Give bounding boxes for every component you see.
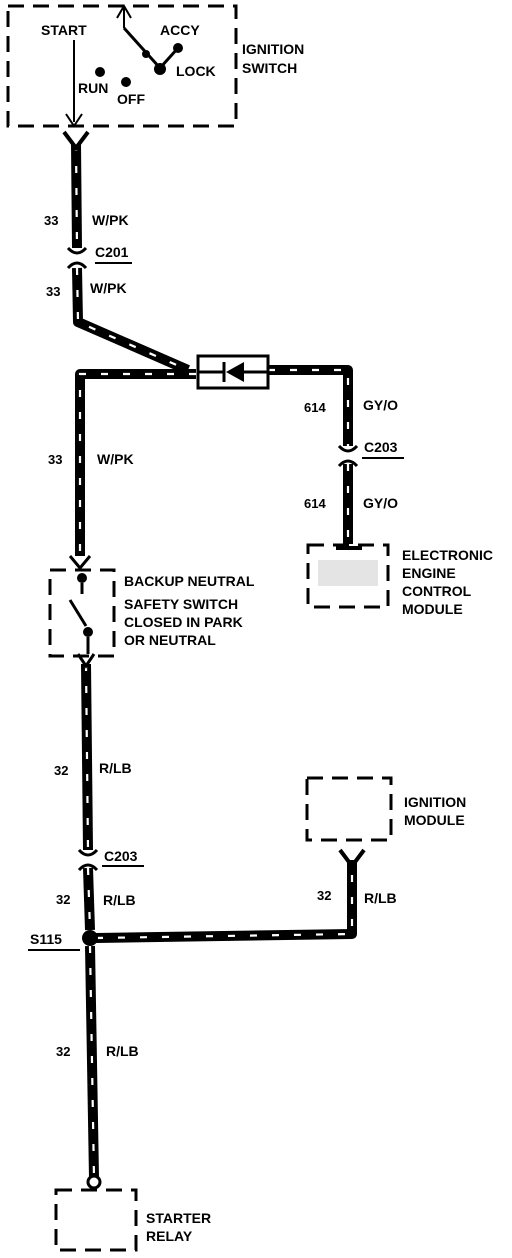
eec-module-box: [306, 543, 390, 609]
connector-c203-upper: C203: [337, 439, 404, 468]
start-arrow: [65, 113, 83, 128]
splice-dot: [82, 930, 98, 946]
ignition-switch-name-1: IGNITION: [242, 41, 304, 57]
wire-9-circuit: 32: [56, 1044, 70, 1059]
starter-relay-label-2: RELAY: [146, 1228, 193, 1244]
wire-labels: 33 W/PK 33 W/PK 614 GY/O 614 GY/O 33 W/P…: [44, 212, 398, 1059]
neutral-switch-blade: [68, 599, 88, 627]
neutral-switch-label-2: SAFETY SWITCH: [124, 596, 238, 612]
neutral-switch-bottom-contact: [83, 627, 93, 637]
ignition-start-label: START: [41, 22, 87, 38]
splice-s115: S115: [28, 930, 98, 951]
starter-relay-terminal: [86, 1174, 102, 1190]
neutral-switch-top-contact: [77, 573, 87, 583]
ignition-module: IGNITION MODULE: [305, 776, 466, 842]
c203-lower-label: C203: [104, 848, 138, 864]
wire-9-color: R/LB: [106, 1043, 139, 1059]
neutral-switch-label-1: BACKUP NEUTRAL: [124, 573, 255, 589]
connector-c201: C201: [66, 244, 132, 270]
switch-output-flare: [62, 130, 90, 152]
diode: [196, 354, 270, 390]
wire-32-branch: [95, 860, 357, 943]
wire-6-circuit: 32: [54, 763, 68, 778]
wire-3-color: GY/O: [363, 397, 398, 413]
switch-top-arrow: [116, 4, 132, 19]
contact-wiper-mid: [142, 50, 150, 58]
eec-module-shading: [318, 560, 378, 586]
neutral-switch-label-3: CLOSED IN PARK: [124, 614, 243, 630]
eec-module: ELECTRONIC ENGINE CONTROL MODULE: [306, 543, 493, 617]
wire-32-mid: [83, 867, 95, 931]
wire-8-circuit: 32: [317, 888, 331, 903]
wire-1-color: W/PK: [92, 212, 129, 228]
neutral-switch-box: [48, 568, 116, 658]
splice-label: S115: [30, 931, 62, 947]
switch-wiper: [122, 26, 162, 70]
starter-relay-label-1: STARTER: [146, 1210, 211, 1226]
wire-4-circuit: 614: [304, 496, 326, 511]
starter-relay: STARTER RELAY: [54, 1174, 211, 1252]
wire-7-color: R/LB: [103, 892, 136, 908]
neutral-safety-switch: BACKUP NEUTRAL SAFETY SWITCH CLOSED IN P…: [48, 555, 255, 669]
wire-5-circuit: 33: [48, 452, 62, 467]
ignition-off-label: OFF: [117, 91, 145, 107]
wire-1-circuit: 33: [44, 213, 58, 228]
wire-2-circuit: 33: [46, 284, 60, 299]
connector-c203-lower: C203: [77, 848, 144, 872]
wires: [71, 143, 357, 1179]
ignition-module-box: [305, 776, 393, 842]
c203-upper-label: C203: [364, 439, 398, 455]
eec-label-4: MODULE: [402, 601, 463, 617]
wire-4-color: GY/O: [363, 495, 398, 511]
neutral-switch-label-4: OR NEUTRAL: [124, 632, 216, 648]
eec-label-2: ENGINE: [402, 565, 456, 581]
wire-5-color: W/PK: [97, 451, 134, 467]
contact-lock: [154, 63, 166, 75]
wire-33-upper: [71, 143, 82, 249]
wire-2-color: W/PK: [90, 280, 127, 296]
ignition-switch: START ACCY RUN OFF LOCK IGNITION SWITCH: [6, 4, 304, 128]
ignition-switch-box: [6, 4, 238, 128]
wire-8-color: R/LB: [364, 890, 397, 906]
contact-run: [95, 67, 105, 77]
wire-7-circuit: 32: [56, 892, 70, 907]
ignition-module-flare: [338, 848, 366, 870]
ignition-module-label-2: MODULE: [404, 812, 465, 828]
c201-label: C201: [95, 244, 129, 260]
contact-off: [121, 77, 131, 87]
ignition-lock-label: LOCK: [176, 63, 216, 79]
eec-label-1: ELECTRONIC: [402, 547, 493, 563]
starter-relay-box: [54, 1188, 138, 1252]
ignition-switch-name-2: SWITCH: [242, 60, 297, 76]
ignition-accy-label: ACCY: [160, 22, 200, 38]
ignition-module-label-1: IGNITION: [404, 794, 466, 810]
contact-accy: [173, 43, 183, 53]
ignition-run-label: RUN: [78, 80, 108, 96]
eec-label-3: CONTROL: [402, 583, 472, 599]
diode-icon: [226, 362, 244, 382]
wire-6-color: R/LB: [99, 760, 132, 776]
wire-3-circuit: 614: [304, 400, 326, 415]
